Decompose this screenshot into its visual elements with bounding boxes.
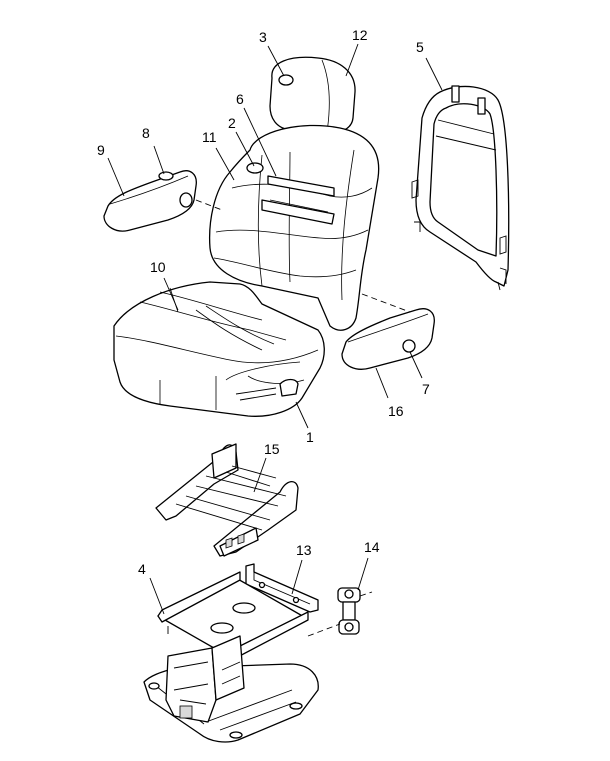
callout-labels: 1 2 3 4 5 6 7 8 9 10 11 12 13 14 15 16 — [97, 27, 430, 577]
callout-1: 1 — [306, 429, 314, 445]
bracket — [245, 563, 319, 613]
callout-8: 8 — [142, 125, 150, 141]
callout-13: 13 — [296, 542, 312, 558]
callout-9: 9 — [97, 142, 105, 158]
callout-11: 11 — [202, 129, 217, 145]
callout-6: 6 — [236, 91, 244, 107]
alignment-lines — [195, 199, 411, 637]
seat-back — [208, 124, 380, 331]
seat-base-assembly — [143, 571, 319, 743]
callout-14: 14 — [364, 539, 380, 555]
headrest — [269, 56, 356, 145]
callout-15: 15 — [264, 441, 280, 457]
seat-cushion — [113, 281, 325, 417]
callout-7: 7 — [422, 381, 430, 397]
callout-3: 3 — [259, 29, 267, 45]
callout-16: 16 — [388, 403, 404, 419]
callout-12: 12 — [352, 27, 368, 43]
callout-2: 2 — [228, 115, 236, 131]
shock-absorber — [337, 587, 361, 635]
callout-10: 10 — [150, 259, 166, 275]
back-frame — [411, 85, 510, 291]
seat-pan — [155, 443, 299, 557]
callout-4: 4 — [138, 561, 146, 577]
armrest-left — [103, 170, 197, 232]
leader-lines — [107, 43, 443, 615]
callout-5: 5 — [416, 39, 424, 55]
